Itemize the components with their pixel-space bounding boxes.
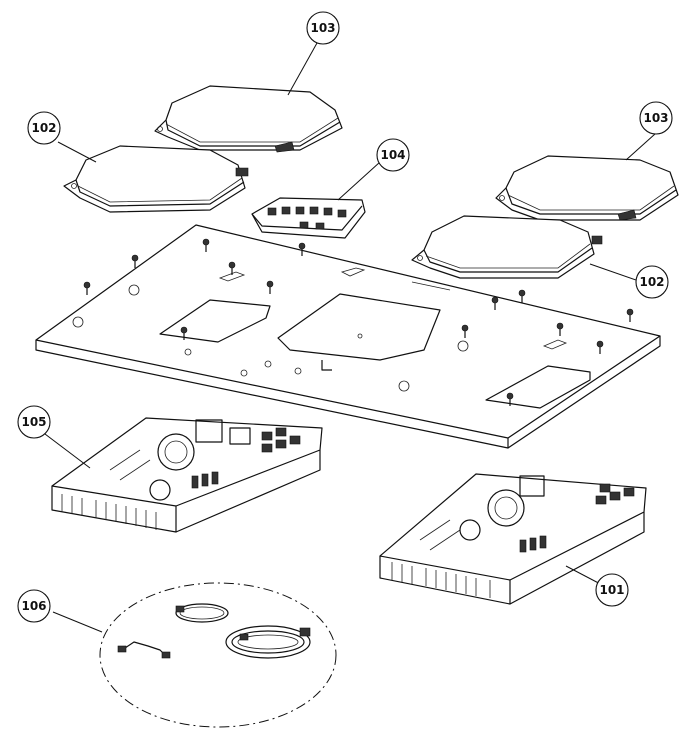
leader-102a bbox=[57, 141, 97, 163]
svg-text:101: 101 bbox=[599, 583, 624, 597]
svg-text:102: 102 bbox=[31, 121, 56, 135]
callout-102-left: 102 bbox=[27, 111, 61, 145]
leader-104 bbox=[337, 161, 381, 201]
power-board-left bbox=[51, 417, 323, 533]
svg-text:103: 103 bbox=[643, 111, 668, 125]
induction-coil-top-right bbox=[495, 155, 679, 221]
control-board bbox=[251, 197, 366, 239]
power-board-right bbox=[379, 473, 647, 605]
callout-106: 106 bbox=[17, 589, 51, 623]
svg-text:105: 105 bbox=[21, 415, 46, 429]
induction-coil-right bbox=[411, 215, 603, 279]
callout-104: 104 bbox=[376, 138, 410, 172]
callout-105: 105 bbox=[17, 405, 51, 439]
svg-text:104: 104 bbox=[380, 148, 405, 162]
leader-102b bbox=[589, 263, 637, 281]
induction-coil-top-left bbox=[154, 85, 343, 153]
callout-101: 101 bbox=[595, 573, 629, 607]
induction-coil-left bbox=[63, 145, 249, 213]
leader-103b bbox=[625, 133, 656, 161]
callout-102-right: 102 bbox=[635, 265, 669, 299]
callout-103-top: 103 bbox=[306, 11, 340, 45]
base-plate bbox=[35, 224, 661, 449]
svg-text:103: 103 bbox=[310, 21, 335, 35]
leader-103a bbox=[287, 42, 318, 96]
svg-text:106: 106 bbox=[21, 599, 46, 613]
callout-103-right: 103 bbox=[639, 101, 673, 135]
leader-106 bbox=[52, 611, 103, 633]
screws bbox=[83, 238, 634, 406]
svg-text:102: 102 bbox=[639, 275, 664, 289]
leader-105 bbox=[44, 433, 91, 469]
cable-kit bbox=[99, 582, 337, 728]
